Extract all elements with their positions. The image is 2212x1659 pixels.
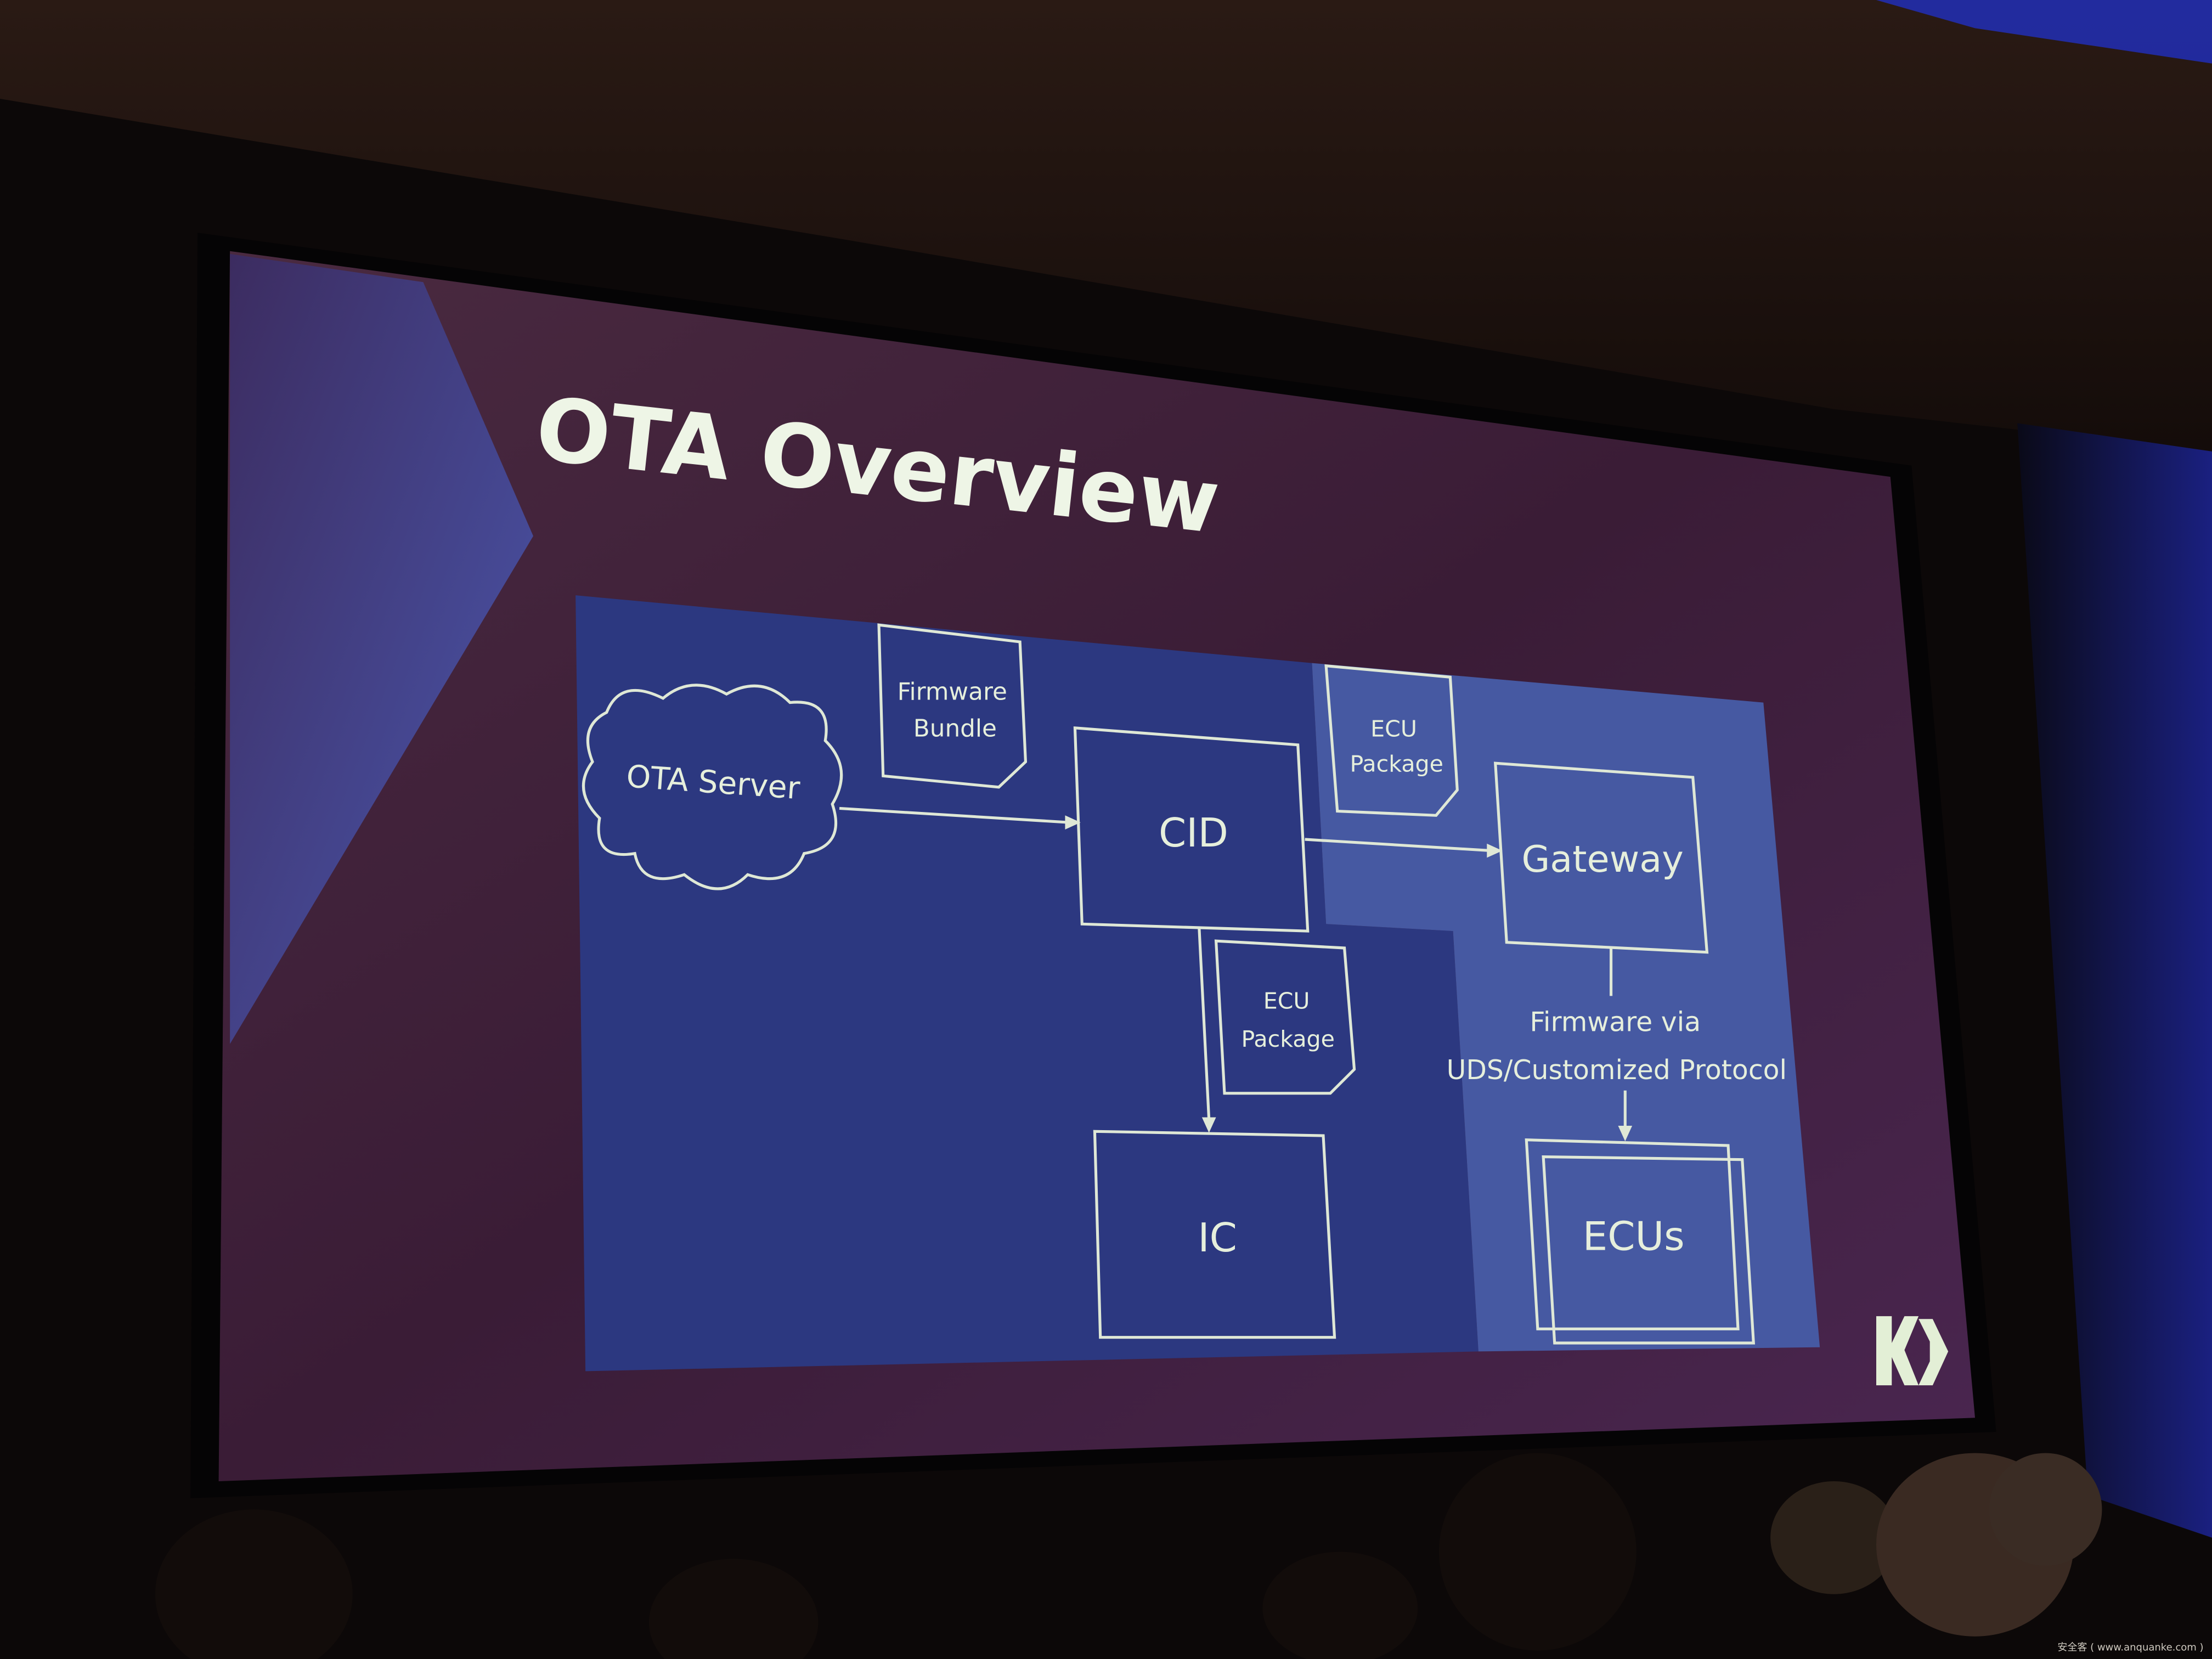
document-icon — [1324, 664, 1459, 817]
document-icon — [1214, 939, 1356, 1095]
cid-node: CID — [1073, 726, 1310, 933]
document-label: Package — [1350, 751, 1443, 777]
watermark: 安全客 ( www.anquanke.com ) — [2057, 1642, 2203, 1654]
document-icon — [877, 623, 1028, 789]
document-label: ECU — [1263, 988, 1310, 1014]
presenter-logo — [1876, 1316, 1949, 1386]
document-label: Firmware — [898, 678, 1007, 706]
edge-label-line-1: Firmware via — [1530, 1007, 1701, 1038]
diagram-panel-vehicle — [575, 595, 1479, 1372]
document-label: Bundle — [913, 714, 997, 742]
slide-chevron-decoration — [230, 253, 534, 1044]
cloud-icon — [582, 684, 843, 890]
ecu-package-document-top: ECU Package — [1324, 664, 1459, 817]
diagram-panel-gateway-zone — [1312, 663, 1820, 1352]
ceiling — [0, 0, 2212, 452]
arrows — [839, 806, 1633, 1142]
ic-label: IC — [1198, 1215, 1237, 1261]
document-label: Package — [1241, 1026, 1334, 1052]
document-label: ECU — [1370, 715, 1417, 742]
ecu-package-document-mid: ECU Package — [1214, 939, 1356, 1095]
audience-silhouettes — [155, 1453, 2102, 1659]
ecus-node: ECUs — [1525, 1138, 1756, 1345]
cid-label: CID — [1159, 810, 1228, 856]
edge-label-line-2: UDS/Customized Protocol — [1447, 1054, 1787, 1086]
firmware-bundle-document: Firmware Bundle — [877, 623, 1028, 789]
gateway-label: Gateway — [1522, 838, 1684, 881]
gateway-node: Gateway — [1493, 761, 1709, 954]
right-curtain — [2017, 423, 2212, 1538]
ecus-label: ECUs — [1583, 1213, 1685, 1259]
ceiling-light — [1876, 0, 2212, 64]
ic-node: IC — [1093, 1130, 1336, 1339]
